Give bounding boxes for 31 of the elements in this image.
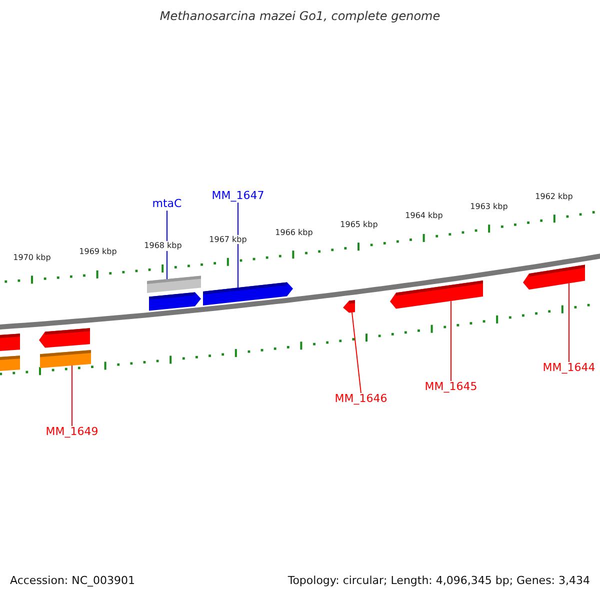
gene-feature: [390, 280, 483, 309]
gene-label: MM_1649: [46, 426, 98, 439]
scale-label: 1967 kbp: [209, 234, 247, 244]
diagram-title: Methanosarcina mazei Go1, complete genome: [160, 10, 440, 24]
gene-feature: [39, 328, 90, 348]
gene-feature: [149, 292, 201, 311]
gene-feature: [523, 264, 585, 290]
gene-label: MM_1646: [334, 393, 388, 406]
scale-label: 1969 kbp: [79, 247, 117, 257]
scale-label: 1965 kbp: [340, 220, 378, 229]
leader-line: [568, 282, 570, 362]
gene-block: [0, 356, 20, 372]
gene-feature: [0, 334, 20, 352]
scale-label: 1964 kbp: [405, 210, 443, 220]
footer-text: Accession: NC_003901: [10, 575, 136, 588]
gene-label: MM_1644: [542, 362, 596, 375]
leader-line: [352, 312, 362, 394]
gene-feature: [203, 282, 293, 306]
scale-label: 1963 kbp: [470, 202, 508, 211]
gene-label: MM_1645: [424, 381, 478, 394]
gene-label: MM_1647: [212, 190, 264, 203]
gene-feature: [343, 300, 355, 313]
footer-text: Topology: circular; Length: 4,096,345 bp; Genes: 3,434: [288, 575, 590, 588]
scale-label: 1962 kbp: [535, 192, 573, 201]
gene-label: mtaC: [152, 198, 182, 211]
scale-label: 1968 kbp: [144, 241, 182, 251]
gene-block: [40, 350, 91, 368]
scale-label: 1970 kbp: [13, 252, 51, 262]
leader-line: [450, 300, 452, 382]
scale-label: 1966 kbp: [275, 228, 313, 237]
gene-block: [147, 276, 201, 293]
